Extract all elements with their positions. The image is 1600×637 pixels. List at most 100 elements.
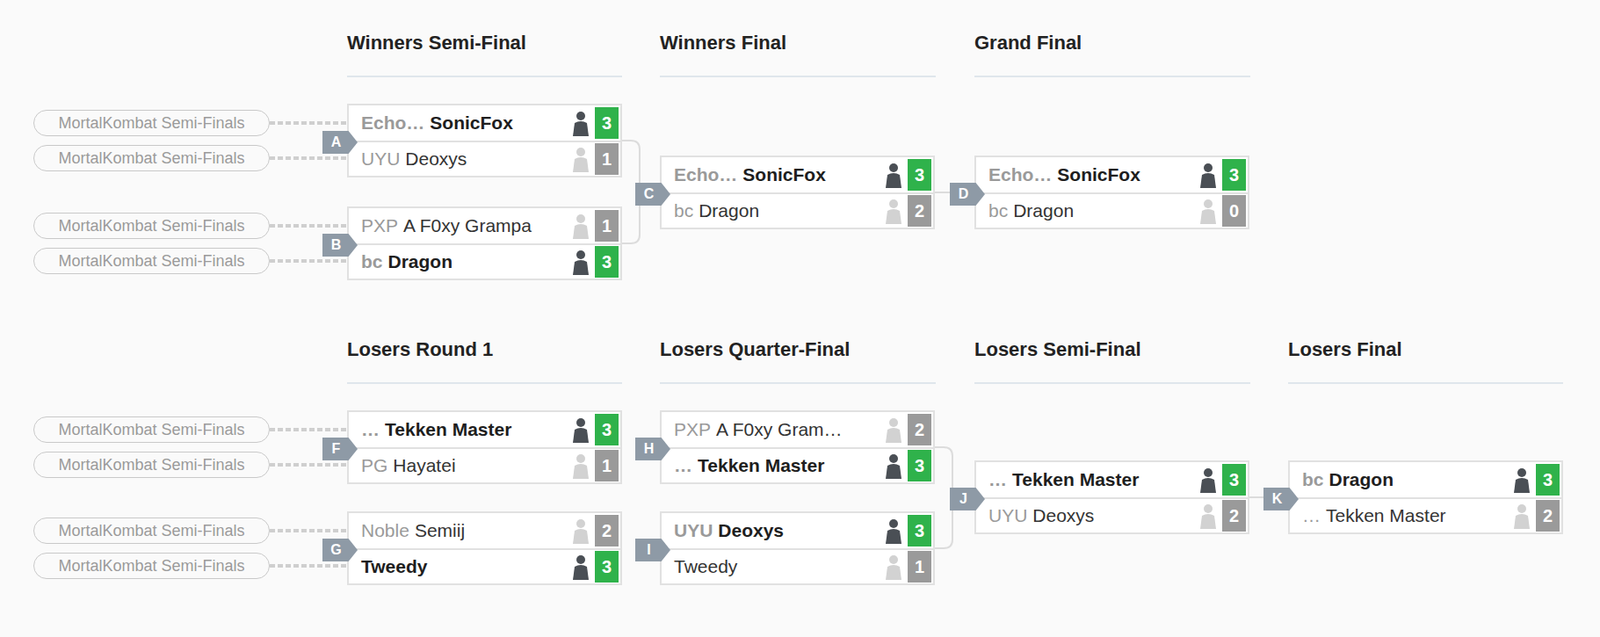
team-prefix: UYU: [361, 148, 400, 170]
match-box: F…Tekken Master3PGHayatei1: [347, 410, 623, 485]
player-name: Dragon: [388, 251, 454, 273]
column-header: Winners Semi-Final: [347, 31, 527, 55]
team-prefix: bc: [673, 200, 694, 222]
score-box: 3: [1222, 463, 1246, 496]
character-icon: [570, 517, 592, 544]
player-name: A F0xy Grampa: [403, 215, 532, 237]
match-badge: F: [322, 437, 358, 461]
match-badge: A: [322, 130, 358, 154]
source-text: MortalKombat Semi-Finals: [57, 217, 245, 236]
player-row: bcDragon3: [1289, 462, 1562, 498]
header-rule: [347, 75, 623, 78]
player-row: PXPA F0xy Grampa1: [348, 208, 621, 244]
character-icon: [883, 452, 905, 479]
header-rule: [974, 382, 1251, 384]
player-name: Semiij: [414, 520, 465, 542]
player-row: Echo…SonicFox3: [976, 157, 1248, 193]
player-name: Tekken Master: [384, 419, 512, 441]
score-box: 3: [594, 246, 619, 278]
score-box: 2: [907, 195, 932, 227]
team-prefix: PXP: [673, 419, 711, 441]
character-icon: [1511, 502, 1533, 529]
player-row: …Tekken Master 3: [976, 462, 1248, 498]
score-box: 3: [594, 107, 619, 139]
player-name: Tekken Master: [697, 455, 825, 477]
player-row: UYUDeoxys3: [661, 513, 934, 549]
player-row: Tweedy3: [348, 548, 621, 584]
team-prefix: PG: [361, 455, 388, 477]
header-rule: [347, 382, 623, 384]
match-box: J…Tekken Master3UYUDeoxys2: [974, 460, 1250, 535]
match-badge: C: [635, 182, 671, 206]
player-row: PGHayatei 1: [348, 447, 621, 483]
source-pill: MortalKombat Semi-Finals: [33, 416, 270, 443]
match-badge: J: [949, 487, 985, 511]
player-name: Hayatei: [392, 455, 456, 477]
character-icon: [570, 109, 592, 137]
score-box: 3: [1222, 159, 1246, 191]
team-prefix: …: [1302, 505, 1321, 527]
player-name: Dragon: [698, 200, 760, 222]
match-box: GNobleSemiij2Tweedy3: [347, 511, 623, 586]
match-box: IUYUDeoxys3Tweedy1: [659, 511, 935, 586]
score-box: 1: [594, 449, 619, 482]
score-box: 3: [907, 514, 932, 547]
team-prefix: PXP: [361, 215, 399, 237]
team-prefix: …: [988, 469, 1007, 491]
seed-connector: [269, 121, 349, 125]
character-icon: [570, 452, 592, 479]
header-rule: [974, 75, 1251, 78]
team-prefix: bc: [361, 251, 384, 273]
player-name: SonicFox: [742, 164, 826, 186]
seed-connector: [269, 463, 349, 467]
character-icon: [1197, 161, 1219, 189]
column-header: Losers Final: [1288, 338, 1403, 362]
player-name: SonicFox: [429, 112, 514, 134]
character-icon: [570, 416, 592, 443]
source-text: MortalKombat Semi-Finals: [57, 420, 245, 440]
player-name: Tekken Master: [1012, 469, 1139, 491]
source-pill: MortalKombat Semi-Finals: [33, 552, 270, 580]
character-icon: [1511, 466, 1533, 493]
player-row: NobleSemiij2: [348, 513, 621, 549]
column-header: Grand Final: [974, 31, 1082, 55]
match-box: CEcho…SonicFox3bcDragon2: [659, 155, 935, 230]
character-icon: [570, 145, 592, 173]
character-icon: [1197, 197, 1219, 225]
player-row: bcDragon 2: [661, 192, 934, 228]
character-icon: [1197, 502, 1219, 529]
player-row: Tweedy1: [661, 548, 934, 584]
match-badge: K: [1263, 487, 1299, 511]
seed-connector: [269, 156, 349, 160]
seed-connector: [269, 224, 349, 228]
score-box: 2: [1535, 499, 1560, 532]
source-pill: MortalKombat Semi-Finals: [33, 109, 270, 137]
source-text: MortalKombat Semi-Finals: [57, 114, 245, 133]
score-box: 3: [907, 159, 932, 191]
source-text: MortalKombat Semi-Finals: [57, 149, 245, 168]
team-prefix: UYU: [988, 505, 1028, 527]
header-rule: [659, 382, 936, 384]
team-prefix: …: [361, 419, 380, 441]
character-icon: [883, 161, 905, 189]
player-name: Deoxys: [717, 520, 784, 542]
match-box: AEcho…SonicFox3UYUDeoxys1: [347, 103, 623, 178]
team-prefix: bc: [1302, 469, 1325, 491]
source-text: MortalKombat Semi-Finals: [57, 456, 245, 475]
source-pill: MortalKombat Semi-Finals: [33, 451, 270, 478]
team-prefix: …: [673, 455, 693, 477]
player-row: bcDragon0: [976, 192, 1248, 228]
score-box: 3: [594, 550, 619, 583]
team-prefix: Echo…: [361, 112, 425, 134]
seed-connector: [269, 564, 349, 568]
source-pill: MortalKombat Semi-Finals: [33, 144, 270, 172]
match-box: KbcDragon3…Tekken Master2: [1288, 460, 1564, 535]
player-row: Echo…SonicFox 3: [661, 157, 934, 193]
match-badge: G: [322, 538, 358, 562]
column-header: Losers Round 1: [347, 338, 493, 362]
character-icon: [570, 248, 592, 276]
team-prefix: Echo…: [673, 164, 738, 186]
character-icon: [1197, 466, 1219, 493]
team-prefix: bc: [988, 200, 1008, 222]
player-row: UYUDeoxys2: [976, 497, 1248, 533]
